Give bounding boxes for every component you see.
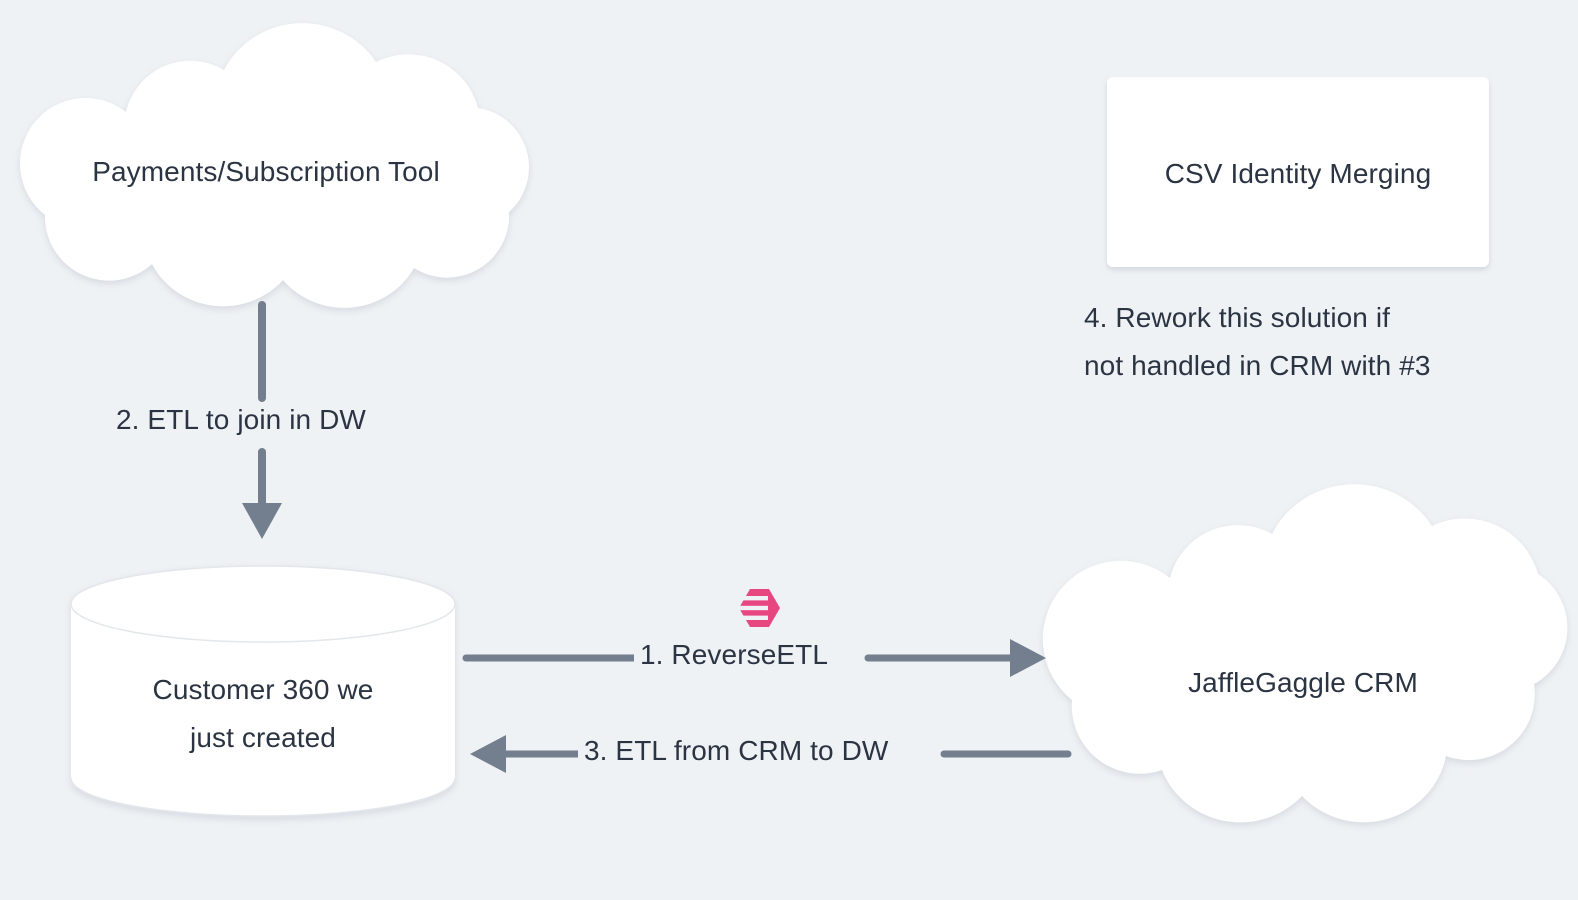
edge-reverse-etl[interactable] — [462, 639, 1046, 677]
edge-label-etl-join-dw: 2. ETL to join in DW — [110, 406, 372, 434]
node-payments-cloud[interactable] — [20, 23, 529, 308]
edge-label-etl-crm-to-dw: 3. ETL from CRM to DW — [578, 737, 895, 765]
annotation-rework-note: 4. Rework this solution if not handled i… — [1084, 302, 1431, 382]
node-warehouse-cylinder[interactable] — [70, 565, 456, 817]
edge-etl-join-dw[interactable] — [242, 301, 282, 539]
dbt-logo-icon — [736, 589, 780, 627]
edge-etl-crm-to-dw[interactable] — [470, 735, 1072, 773]
edge-label-reverse-etl: 1. ReverseETL — [634, 641, 835, 669]
node-csv-box[interactable] — [1107, 77, 1489, 267]
node-crm-cloud[interactable] — [1042, 484, 1568, 823]
